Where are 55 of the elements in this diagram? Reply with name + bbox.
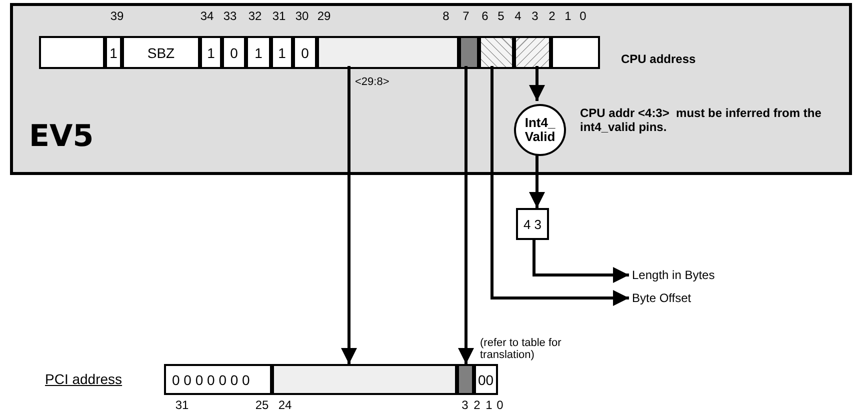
bit-range-label: <29:8>	[355, 76, 390, 88]
arrow	[341, 66, 357, 364]
register-field: 0 0 0 0 0 0 0	[164, 364, 272, 395]
bit-number: 25	[255, 398, 269, 412]
register-field	[551, 36, 600, 69]
translated-bit-field	[457, 364, 474, 395]
output-label: Byte Offset	[632, 289, 742, 307]
arrow	[458, 66, 474, 364]
register-field: 1	[246, 36, 271, 69]
bit-number: 5	[498, 9, 504, 23]
register-field: 1	[105, 36, 122, 69]
length-field	[514, 36, 551, 69]
bit-number: 39	[110, 9, 124, 23]
bit-number: 8	[442, 9, 450, 23]
register-field: SBZ	[122, 36, 200, 69]
register-caption: PCI address	[45, 371, 122, 387]
output-label: Length in Bytes	[632, 266, 762, 284]
bit-number: 0	[496, 398, 504, 412]
bit-number: 1	[486, 398, 492, 412]
bit-number: 31	[175, 398, 189, 412]
bit-number: 30	[295, 9, 309, 23]
bit-number: 3	[462, 398, 468, 412]
decoder-circle: Int4_ Valid	[514, 104, 566, 156]
arrow	[532, 240, 629, 283]
register-field: 0	[222, 36, 246, 69]
register-field: 0	[293, 36, 317, 69]
bit-number: 7	[462, 9, 470, 23]
bit-number: 24	[278, 398, 292, 412]
register-field	[39, 36, 105, 69]
arrow	[529, 66, 545, 101]
bit-number: 6	[482, 9, 488, 23]
note-text: CPU addr <4:3> must be inferred from the int4_valid pins.	[580, 107, 822, 135]
byte-offset-field	[479, 36, 514, 69]
register-caption: CPU address	[621, 52, 696, 66]
address-field	[272, 364, 457, 395]
translated-bit-field	[459, 36, 479, 69]
bit-number: 29	[317, 9, 331, 23]
bit-number: 33	[223, 9, 237, 23]
arrow	[529, 153, 545, 208]
bit-number: 32	[248, 9, 262, 23]
note-text: (refer to table for translation)	[480, 338, 562, 362]
bit-number: 2	[548, 9, 556, 23]
bit-number: 31	[272, 9, 286, 23]
address-field	[317, 36, 459, 69]
bit-number: 4	[514, 9, 522, 23]
register-field: 1	[271, 36, 293, 69]
bit-number: 34	[200, 9, 214, 23]
arrow	[490, 66, 629, 306]
register-field: 1	[200, 36, 222, 69]
bit-number: 0	[580, 9, 586, 23]
bit-number: 3	[532, 9, 538, 23]
bit-box: 4 3	[516, 208, 549, 240]
bit-number: 2	[474, 398, 480, 412]
bit-number: 1	[564, 9, 572, 23]
register-field: 00	[474, 364, 498, 395]
